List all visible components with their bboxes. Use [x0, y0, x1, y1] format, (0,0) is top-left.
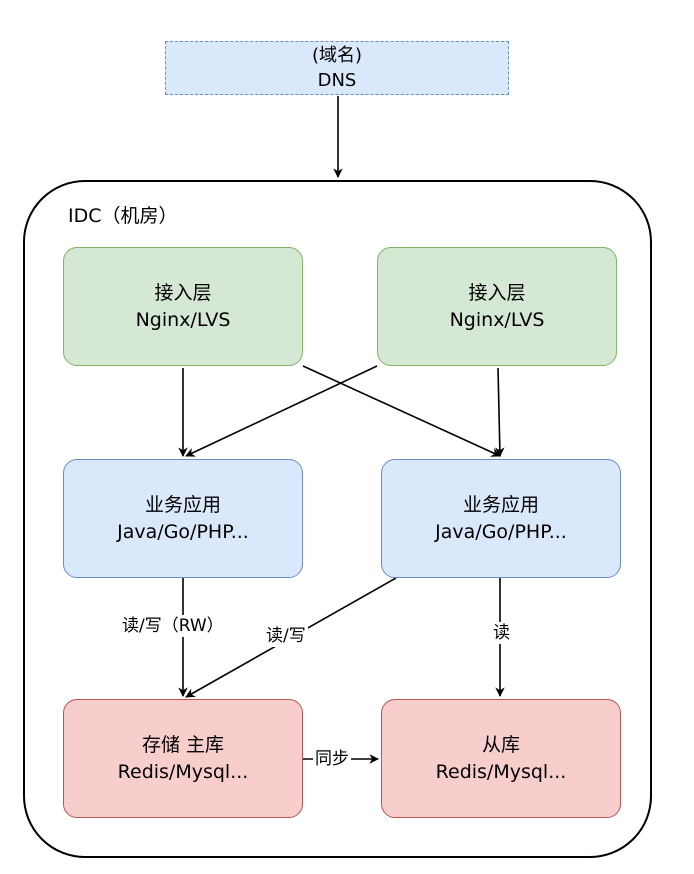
master-label-2: Redis/Mysql... — [117, 760, 249, 783]
access-layer-right: 接入层 Nginx/LVS — [377, 247, 617, 366]
dns-label-1: (域名) — [311, 45, 363, 66]
app-left-label-2: Java/Go/PHP... — [117, 520, 249, 543]
dns-node: (域名) DNS — [165, 41, 509, 95]
slave-label-1: 从库 — [481, 733, 520, 756]
app-right-label-2: Java/Go/PHP... — [435, 520, 567, 543]
idc-container — [23, 180, 652, 858]
edge-label-sync: 同步 — [313, 748, 351, 770]
storage-slave-node: 从库 Redis/Mysql... — [381, 699, 621, 818]
edge-label-rw-cross: 读/写 — [264, 625, 308, 647]
idc-title: IDC（机房） — [68, 205, 178, 227]
master-label-1: 存储 主库 — [141, 733, 225, 756]
app-node-left: 业务应用 Java/Go/PHP... — [63, 459, 303, 578]
access-left-label-2: Nginx/LVS — [135, 308, 231, 331]
app-right-label-1: 业务应用 — [462, 493, 539, 516]
slave-label-2: Redis/Mysql... — [435, 760, 567, 783]
access-right-label-1: 接入层 — [468, 281, 526, 304]
access-left-label-1: 接入层 — [154, 281, 212, 304]
edge-label-rw-left: 读/写（RW） — [120, 615, 226, 637]
dns-label-2: DNS — [317, 70, 357, 91]
access-right-label-2: Nginx/LVS — [449, 308, 545, 331]
storage-master-node: 存储 主库 Redis/Mysql... — [63, 699, 303, 818]
app-node-right: 业务应用 Java/Go/PHP... — [381, 459, 621, 578]
access-layer-left: 接入层 Nginx/LVS — [63, 247, 303, 366]
app-left-label-1: 业务应用 — [144, 493, 221, 516]
edge-label-read: 读 — [491, 622, 512, 644]
